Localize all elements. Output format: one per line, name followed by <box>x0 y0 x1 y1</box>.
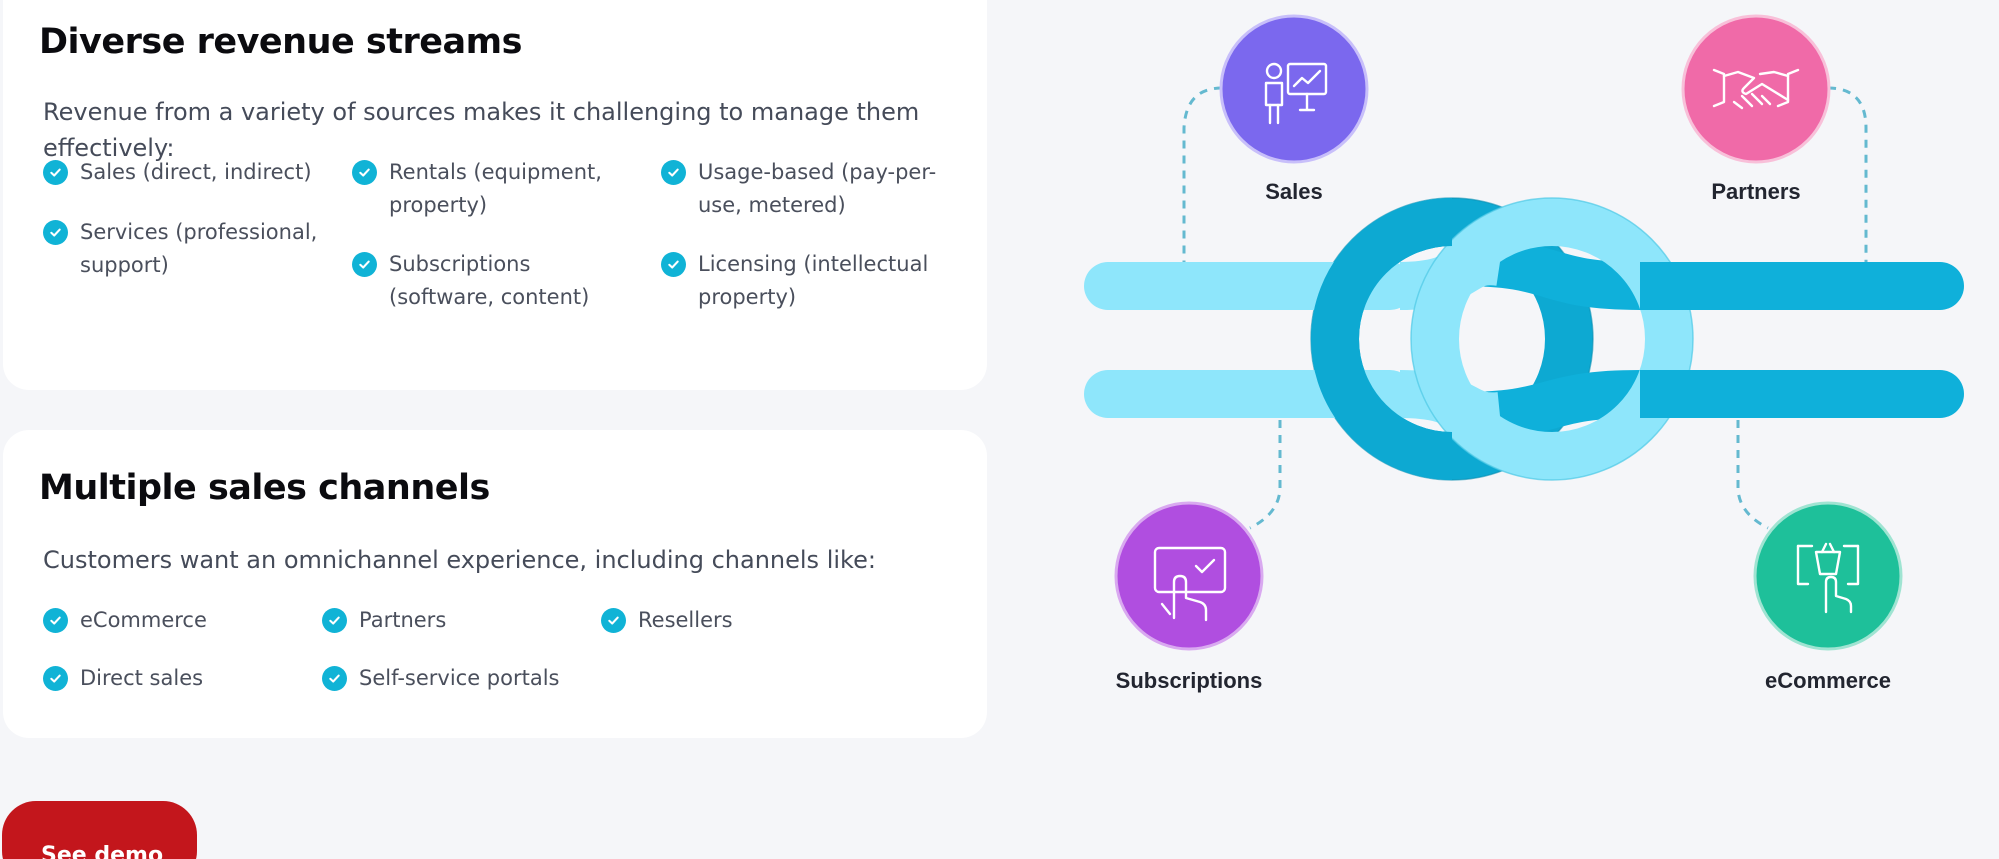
ecommerce-label: eCommerce <box>1765 668 1891 693</box>
list-item: Rentals (equipment, property) <box>352 156 622 222</box>
list-item: Sales (direct, indirect) <box>43 156 323 189</box>
list-item: Licensing (intellectual property) <box>661 248 961 314</box>
list-item-label: Resellers <box>638 608 733 632</box>
revenue-streams-card: Diverse revenue streams Revenue from a v… <box>3 0 987 390</box>
revenue-streams-title: Diverse revenue streams <box>39 22 522 62</box>
list-item: Usage-based (pay-per-use, metered) <box>661 156 961 222</box>
handshake-icon <box>1712 68 1800 110</box>
check-icon <box>352 252 377 277</box>
rope-knot <box>1084 197 1964 481</box>
check-icon <box>661 252 686 277</box>
list-item: Direct sales <box>43 662 303 695</box>
ecommerce-node: eCommerce <box>1753 501 1903 693</box>
sales-channels-title: Multiple sales channels <box>39 468 490 508</box>
connector-lines <box>1182 86 1868 530</box>
sales-channels-card: Multiple sales channels Customers want a… <box>3 430 987 738</box>
check-icon <box>43 220 68 245</box>
partners-node: Partners <box>1681 14 1831 204</box>
sales-channels-description: Customers want an omnichannel experience… <box>43 546 876 574</box>
list-item: eCommerce <box>43 604 303 637</box>
list-item-label: Licensing (intellectual property) <box>698 252 929 309</box>
list-item-label: Direct sales <box>80 666 204 690</box>
list-item-label: Usage-based (pay-per-use, metered) <box>698 160 937 217</box>
revenue-knot-illustration: Sales Partners Subscriptions <box>1084 14 1964 693</box>
presentation-icon <box>1264 62 1328 125</box>
list-item: Resellers <box>601 604 861 637</box>
touch-screen-icon <box>1153 546 1227 622</box>
check-icon <box>43 160 68 185</box>
list-item-label: Partners <box>359 608 447 632</box>
list-item-label: Subscriptions (software, content) <box>389 252 590 309</box>
list-item-label: Self-service portals <box>359 666 560 690</box>
list-item: Subscriptions (software, content) <box>352 248 622 314</box>
check-icon <box>352 160 377 185</box>
list-item-label: eCommerce <box>80 608 207 632</box>
sales-label: Sales <box>1265 179 1323 204</box>
list-item: Partners <box>322 604 582 637</box>
list-item-label: Services (professional, support) <box>80 220 318 277</box>
sales-node: Sales <box>1219 14 1369 204</box>
list-item: Self-service portals <box>322 662 582 695</box>
check-icon <box>322 608 347 633</box>
check-icon <box>43 666 68 691</box>
see-demo-button[interactable]: See demo <box>2 801 197 859</box>
subscriptions-label: Subscriptions <box>1116 668 1263 693</box>
subscriptions-node: Subscriptions <box>1114 501 1264 693</box>
check-icon <box>322 666 347 691</box>
list-item-label: Rentals (equipment, property) <box>389 160 602 217</box>
list-item: Services (professional, support) <box>43 216 323 282</box>
revenue-streams-description: Revenue from a variety of sources makes … <box>43 98 920 162</box>
check-icon <box>43 608 68 633</box>
check-icon <box>661 160 686 185</box>
check-icon <box>601 608 626 633</box>
partners-label: Partners <box>1711 179 1800 204</box>
list-item-label: Sales (direct, indirect) <box>80 160 312 184</box>
shopping-cart-icon <box>1796 542 1860 614</box>
